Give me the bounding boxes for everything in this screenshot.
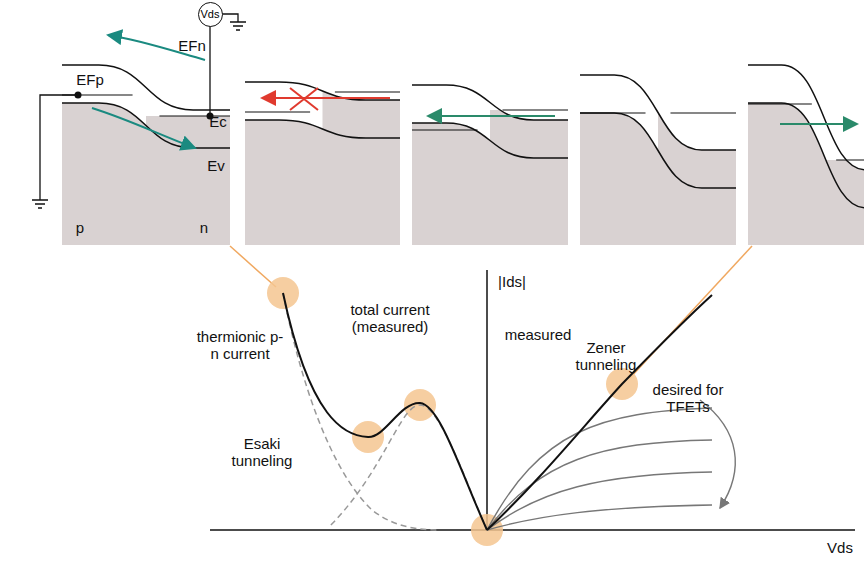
fermi-level <box>836 159 864 160</box>
fermi-level <box>502 109 568 110</box>
fermi-level <box>580 112 646 113</box>
fermi-level <box>670 112 736 113</box>
conduction-band <box>412 85 568 120</box>
fermi-level <box>335 91 400 92</box>
source-label: Vds <box>201 8 220 20</box>
band-diagram <box>580 75 736 245</box>
band-diagram <box>62 65 230 245</box>
region-label: p <box>76 219 84 236</box>
band-label: Ec <box>209 113 227 130</box>
valence-band <box>580 113 736 188</box>
band-label: Ev <box>207 157 225 174</box>
band-diagram <box>245 82 400 245</box>
valence-band <box>62 103 230 148</box>
conduction-fill <box>146 116 230 245</box>
tunnel-arrow <box>780 123 857 125</box>
fermi-level-label: EFn <box>178 37 206 54</box>
valence-band <box>412 123 568 158</box>
fermi-level <box>245 111 310 112</box>
voltage-source: Vds <box>198 2 223 27</box>
curve-label: measured <box>505 326 572 343</box>
curve-label: thermionic p-n current <box>194 328 286 363</box>
band-diagram <box>412 85 568 245</box>
axis-label: |Ids| <box>498 273 526 290</box>
valence-band <box>748 103 864 208</box>
fermi-level-label: EFp <box>76 71 104 88</box>
conduction-fill <box>658 113 736 245</box>
cross-mark <box>290 88 318 110</box>
curve-label: desired for TFETs <box>648 381 728 416</box>
conduction-fill <box>490 110 568 245</box>
conduction-band <box>580 75 736 150</box>
conduction-fill <box>824 160 864 245</box>
curve-label: Esaki tunneling <box>226 435 298 470</box>
fermi-level <box>412 129 478 130</box>
electron-arrow <box>108 35 205 60</box>
tunnel-arrow <box>428 115 555 117</box>
axis-label: Vds <box>827 539 853 556</box>
curve-label: total current (measured) <box>340 301 440 336</box>
hole-arrow <box>92 108 195 148</box>
conduction-band <box>245 82 400 100</box>
blocked-arrow <box>262 97 390 99</box>
curve-label: Zener tunneling <box>566 339 646 374</box>
fermi-level <box>748 103 812 104</box>
valence-band <box>245 120 400 138</box>
region-label: n <box>200 219 208 236</box>
conduction-fill <box>323 92 401 245</box>
band-diagram <box>748 65 864 245</box>
